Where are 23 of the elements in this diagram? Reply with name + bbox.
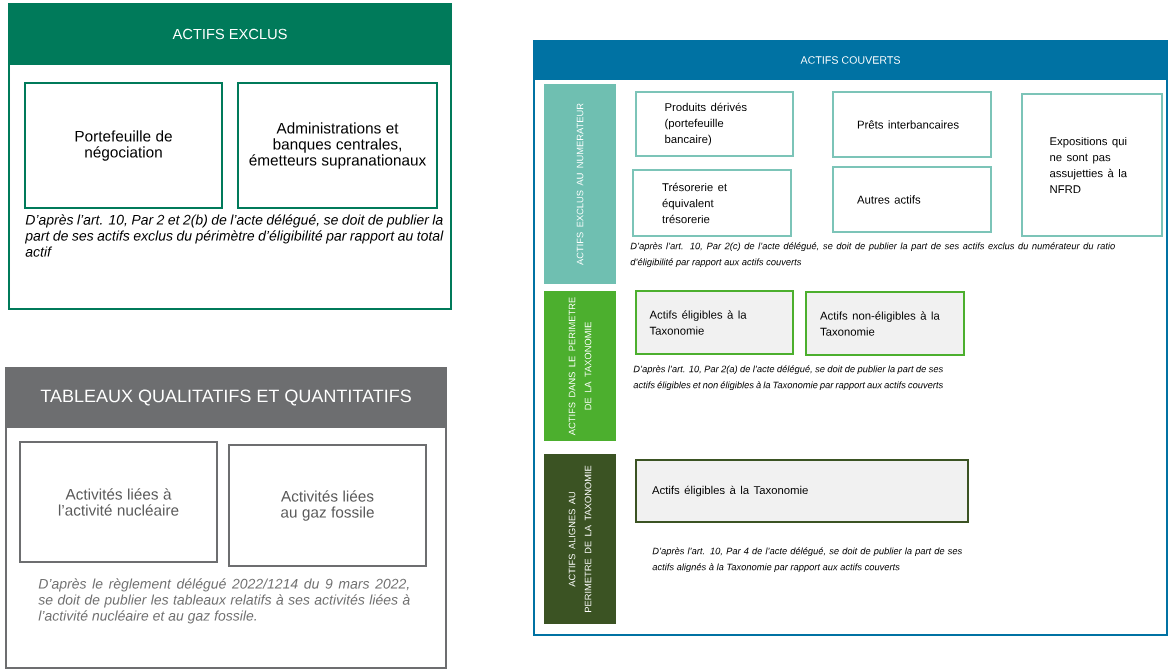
box: Autres actifs [832,166,992,233]
panel-header: ACTIFS COUVERTS [533,40,1168,80]
side-band: ACTIFS ALIGNES AU PERIMETRE DE LA TAXONOMIE [544,454,616,624]
box: Actifs non-éligibles à la Taxonomie [805,291,965,356]
side-band: ACTIFS EXCLUS AU NUMERATEUR [544,84,616,284]
box: Portefeuille de négociation [24,82,223,209]
box: Trésorerie et équivalent trésorerie [632,169,792,237]
note: D’après l’art. 10, Par 2(c) de l’acte délégué, se doit de publier la part de ses actifs exclus du numérateur du ratio d’éligibilité par rapport aux actifs couverts [630,242,1115,268]
box: Activités liées au gaz fossile [228,444,427,567]
side-band: ACTIFS DANS LE PERIMETRE DE LA TAXONOMIE [544,291,616,441]
panel-header: ACTIFS EXCLUS [8,3,452,65]
box: Expositions qui ne sont pas assujetties à la NFRD [1021,93,1163,237]
box: Actifs éligibles à la Taxonomie [635,459,969,523]
note: D’après l’art. 10, Par 2 et 2(b) de l’acte délégué, se doit de publier la part de ses actifs exclus du périmètre d’éligibilité par rapport au total actif [24,214,444,257]
box: Administrations et banques centrales, émetteurs supranationaux [237,82,438,209]
box: Activités liées à l’activité nucléaire [19,441,218,563]
note: D’après l’art. 10, Par 2(a) de l’acte délégué, se doit de publier la part de ses actifs éligibles et non éligibles à la Taxonomie par rapport aux actifs couverts [633,365,943,391]
box: Actifs éligibles à la Taxonomie [635,290,794,355]
box: Prêts interbancaires [832,91,992,158]
note: D’après l’art. 10, Par 4 de l’acte délégué, se doit de publier la part de ses actifs alignés à la Taxonomie par rapport aux actifs couverts [652,547,962,573]
box: Produits dérivés (portefeuille bancaire) [635,91,794,157]
note: D’après le règlement délégué 2022/1214 du 9 mars 2022, se doit de publier les tableaux relatifs à ses activités liées à l’activité nucléaire et au gaz fossile. [38,578,410,624]
panel-header: TABLEAUX QUALITATIFS ET QUANTITATIFS [5,367,447,428]
